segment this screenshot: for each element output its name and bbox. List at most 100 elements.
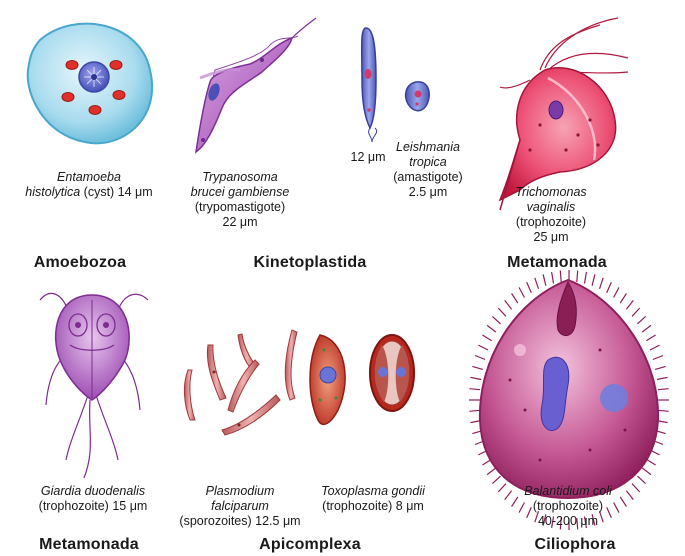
cilium — [641, 324, 652, 333]
cilium — [641, 467, 652, 476]
cilium — [470, 376, 482, 381]
cilium — [486, 324, 497, 333]
toxoplasma-stage: (trophozoite) 8 μm — [322, 499, 424, 513]
cilium — [606, 507, 612, 519]
cilium — [559, 270, 562, 283]
leishmania-amastigote — [404, 81, 430, 112]
plasmodium-caption: Plasmodium falciparum (sporozoites) 12.5… — [172, 484, 308, 529]
toxoplasma — [309, 334, 346, 426]
cilium — [491, 475, 502, 485]
cilium — [504, 490, 513, 500]
balantidium-stage: (trophozoite) — [532, 499, 604, 513]
giardia-nucleus-left — [68, 313, 88, 337]
cilium — [482, 334, 493, 342]
cilium — [486, 467, 497, 476]
plasmodium-sporozoites — [183, 329, 298, 436]
trichomonas-stage: (trophozoite) — [515, 215, 587, 229]
leishmania-size: 2.5 μm — [408, 185, 448, 199]
cilium — [469, 409, 481, 412]
trichomonas-species: Trichomonas vaginalis — [515, 185, 587, 214]
cilium — [636, 475, 647, 485]
group-label-metamonada-bottom: Metamonada — [39, 536, 139, 553]
entamoeba-cyst — [26, 22, 153, 145]
cilium — [583, 516, 587, 529]
cilium — [551, 271, 555, 284]
leishmania-species: Leishmania tropica — [396, 140, 460, 169]
cilium — [613, 287, 620, 298]
cilium — [636, 315, 647, 325]
cilium — [649, 344, 660, 351]
cilium — [497, 483, 507, 493]
cilium — [491, 315, 502, 325]
cilium — [472, 365, 483, 370]
cilium — [655, 365, 666, 370]
giardia-species: Giardia duodenalis — [40, 484, 146, 498]
giardia — [39, 292, 149, 479]
balantidium-size: 40-200 μm — [537, 514, 598, 528]
giardia-caption: Giardia duodenalis (trophozoite) 15 μm — [18, 484, 168, 514]
cilium — [631, 307, 641, 317]
cilium — [518, 287, 525, 298]
cilium — [576, 517, 579, 530]
toxoplasma-cyst — [369, 334, 415, 412]
plasmodium-stage: (sporozoites) 12.5 μm — [179, 514, 301, 528]
cilium — [645, 334, 656, 342]
toxoplasma-nucleus — [319, 366, 337, 384]
trichomonas-nucleus — [548, 100, 564, 120]
cilium — [497, 307, 507, 317]
entamoeba-species: Entamoeba histolytica — [25, 170, 121, 199]
cilium — [652, 354, 664, 361]
cilium — [478, 344, 489, 351]
cilium — [619, 496, 627, 507]
entamoeba-stage: (cyst) 14 μm — [80, 185, 153, 199]
group-label-kinetoplastida: Kinetoplastida — [253, 254, 367, 271]
cilium — [534, 277, 540, 289]
cilium — [518, 502, 525, 513]
cilium — [657, 388, 669, 391]
cilium — [591, 514, 596, 526]
group-label-amoebozoa: Amoebozoa — [33, 254, 127, 271]
cilium — [598, 511, 604, 523]
cilium — [542, 514, 547, 526]
leishmania-promastigote — [360, 27, 378, 143]
leishmania-stage: (amastigote) — [393, 170, 463, 184]
group-label-ciliophora: Ciliophora — [534, 536, 616, 553]
trypanosoma — [195, 17, 317, 154]
toxoplasma-caption: Toxoplasma gondii (trophozoite) 8 μm — [308, 484, 438, 514]
cilium — [534, 511, 540, 523]
cilium — [551, 516, 555, 529]
leishmania-caption: Leishmania tropica (amastigote) 2.5 μm — [388, 140, 468, 200]
cilium — [625, 490, 634, 500]
giardia-stage: (trophozoite) 15 μm — [38, 499, 148, 513]
cilium — [591, 274, 596, 286]
balantidium-macronucleus — [540, 356, 570, 431]
cilium — [542, 274, 547, 286]
cilium — [598, 277, 604, 289]
balantidium-species: Balantidium coli — [524, 484, 612, 498]
cilium — [559, 517, 562, 530]
balantidium-caption: Balantidium coli (trophozoite) 40-200 μm — [510, 484, 626, 529]
group-label-apicomplexa: Apicomplexa — [259, 536, 361, 553]
trichomonas — [498, 17, 629, 211]
group-label-metamonada-top: Metamonada — [507, 254, 607, 271]
cilium — [583, 271, 587, 284]
leishmania-promastigote-size: 12 μm — [350, 150, 386, 164]
trypanosoma-nucleus — [208, 83, 220, 101]
cilium — [469, 388, 481, 391]
plasmodium-species: Plasmodium falciparum — [205, 484, 275, 513]
cilium — [511, 293, 519, 304]
cilium — [619, 293, 627, 304]
cilium — [631, 483, 641, 493]
cilium — [576, 270, 579, 283]
cilium — [474, 354, 486, 361]
cilium — [606, 281, 612, 293]
trichomonas-size: 25 μm — [533, 230, 569, 244]
giardia-nucleus-right — [96, 313, 116, 337]
cilium — [511, 496, 519, 507]
trypanosoma-size: 22 μm — [222, 215, 258, 229]
balantidium — [469, 270, 669, 530]
cilium — [656, 376, 668, 381]
cilium — [504, 300, 513, 310]
cilium — [526, 281, 532, 293]
